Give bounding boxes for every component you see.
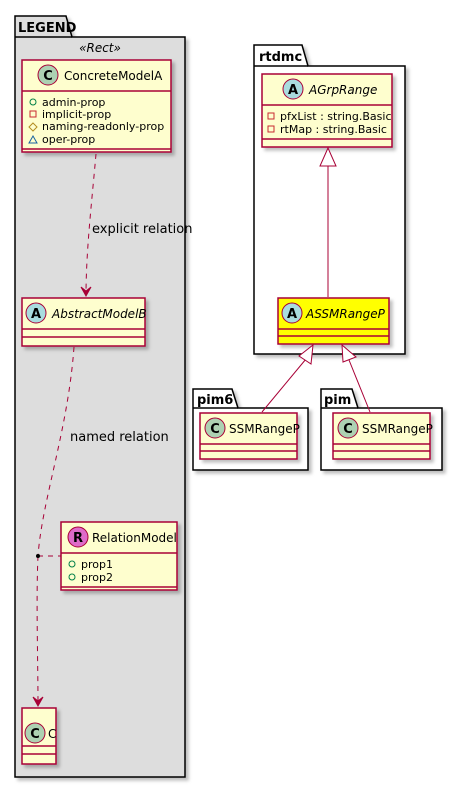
pim-package: pim C SSMRangeP (320, 388, 443, 471)
association-point (36, 554, 40, 558)
class-ssm-range-p-pim[interactable]: C SSMRangeP (332, 412, 433, 460)
svg-text:C: C (343, 422, 353, 437)
class-agrp-range[interactable]: A AGrpRange pfxList : string.Basic rtMap… (261, 73, 393, 148)
class-circle-a-icon: A (281, 302, 303, 324)
svg-text:A: A (287, 307, 297, 322)
pim6-title: pim6 (197, 393, 233, 408)
pim-title: pim (324, 393, 351, 408)
class-circle-c-icon: C (337, 417, 359, 439)
class-abstract-model-b[interactable]: A AbstractModelB (21, 297, 147, 347)
public-visibility-icon (68, 560, 76, 568)
private-visibility-icon (267, 112, 275, 120)
attribute: admin-prop (42, 96, 105, 109)
generalization-arrow (319, 146, 337, 167)
class-name: SSMRangeP (362, 422, 433, 436)
private-visibility-icon (267, 125, 275, 133)
class-c[interactable]: C C (21, 707, 57, 765)
class-name: RelationModel (92, 531, 177, 545)
attribute: pfxList : string.Basic (280, 110, 392, 123)
class-name: C (48, 727, 56, 741)
attribute: implicit-prop (42, 108, 111, 121)
legend-stereotype: «Rect» (79, 41, 121, 55)
svg-text:A: A (288, 83, 298, 98)
class-circle-a-icon: A (282, 78, 304, 100)
generalization-arrow (298, 343, 314, 365)
public-visibility-icon (68, 573, 76, 581)
class-name: ASSMRangeP (305, 307, 386, 321)
svg-text:C: C (30, 727, 40, 742)
explicit-relation-arrow (80, 153, 97, 298)
pim6-package: pim6 C SSMRangeP (192, 388, 309, 471)
class-ssm-range-p-pim6[interactable]: C SSMRangeP (199, 412, 300, 460)
attribute: naming-readonly-prop (42, 120, 164, 133)
protected-visibility-icon (28, 122, 38, 132)
package-visibility-icon (28, 134, 38, 144)
attribute: rtMap : string.Basic (280, 123, 387, 136)
legend-title: LEGEND (18, 21, 77, 36)
generalization-arrow (341, 343, 357, 363)
svg-text:R: R (73, 531, 83, 546)
class-assm-range-p[interactable]: A ASSMRangeP (277, 297, 390, 345)
attribute: prop2 (81, 571, 113, 584)
class-name: AbstractModelB (51, 307, 147, 321)
public-visibility-icon (29, 98, 37, 106)
rtdmc-title: rtdmc (259, 50, 302, 65)
rtdmc-package: rtdmc A AGrpRange pfxList : string.Basic… (253, 44, 406, 355)
class-name: SSMRangeP (229, 422, 300, 436)
legend-package: LEGEND «Rect» C ConcreteModelA admin-pro… (14, 15, 192, 778)
class-circle-c-icon: C (24, 722, 46, 744)
svg-text:C: C (210, 422, 220, 437)
class-circle-r-icon: R (67, 526, 89, 548)
explicit-relation-label: explicit relation (92, 222, 192, 237)
class-name: AGrpRange (308, 83, 377, 97)
named-relation-arrow (32, 555, 44, 708)
svg-text:C: C (43, 69, 53, 84)
private-visibility-icon (29, 110, 37, 118)
attribute: oper-prop (42, 133, 95, 146)
class-circle-c-icon: C (204, 417, 226, 439)
class-concrete-model-a[interactable]: C ConcreteModelA admin-prop implicit-pro… (21, 59, 172, 153)
class-circle-c-icon: C (37, 64, 59, 86)
named-relation-line (37, 346, 75, 557)
named-relation-label: named relation (70, 430, 169, 445)
class-name: ConcreteModelA (64, 69, 163, 83)
attribute: prop1 (81, 558, 113, 571)
class-circle-a-icon: A (25, 302, 47, 324)
class-relation-model[interactable]: R RelationModel prop1 prop2 (60, 521, 178, 591)
generalization-line (261, 358, 307, 413)
svg-text:A: A (31, 307, 41, 322)
generalization-line (348, 359, 371, 413)
